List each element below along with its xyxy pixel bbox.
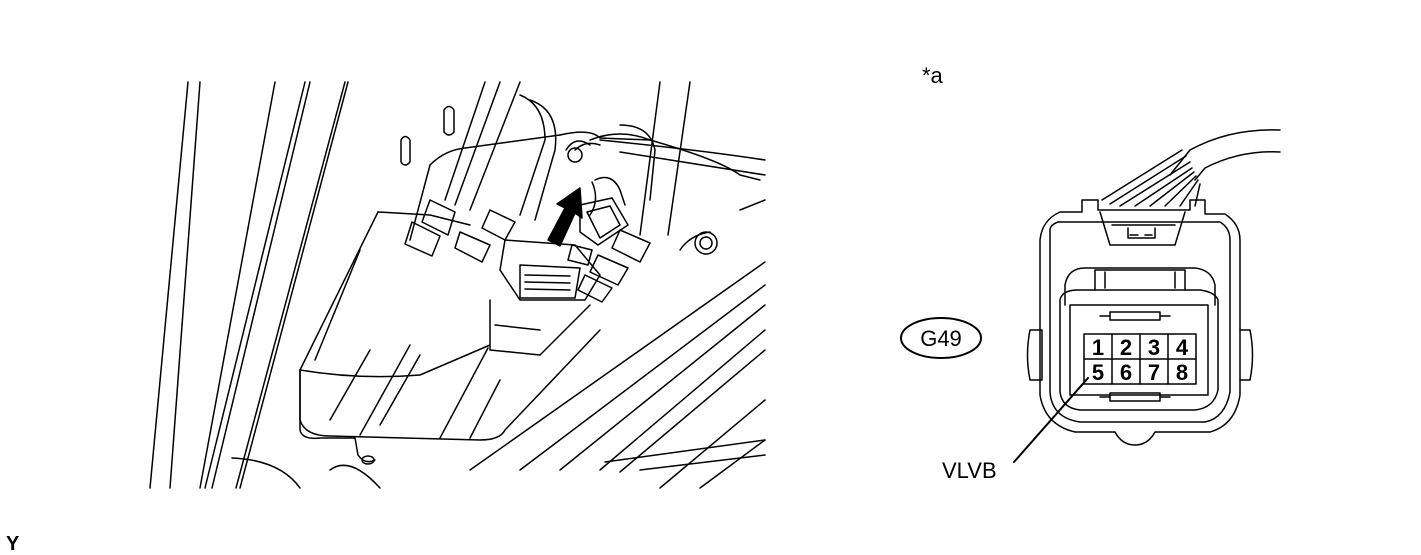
pin-8: 8 [1176, 360, 1188, 385]
pin-numbers: 1 2 3 4 5 6 7 8 [1092, 335, 1189, 385]
corner-code: Y [6, 533, 20, 555]
pin-6: 6 [1120, 360, 1132, 385]
vlvb-leader-line [1013, 377, 1089, 463]
connector-code: G49 [920, 326, 962, 351]
underbody-illustration [149, 81, 766, 489]
pin-4: 4 [1176, 335, 1189, 360]
pin-7: 7 [1148, 360, 1160, 385]
pin-1: 1 [1092, 335, 1104, 360]
callout-a: *a [922, 63, 944, 88]
connector-g49-face [1026, 129, 1281, 446]
connector-code-oval [900, 317, 982, 359]
terminal-label-vlvb: VLVB [942, 458, 997, 483]
pin-5: 5 [1092, 360, 1104, 385]
pin-3: 3 [1148, 335, 1160, 360]
pin-2: 2 [1120, 335, 1132, 360]
